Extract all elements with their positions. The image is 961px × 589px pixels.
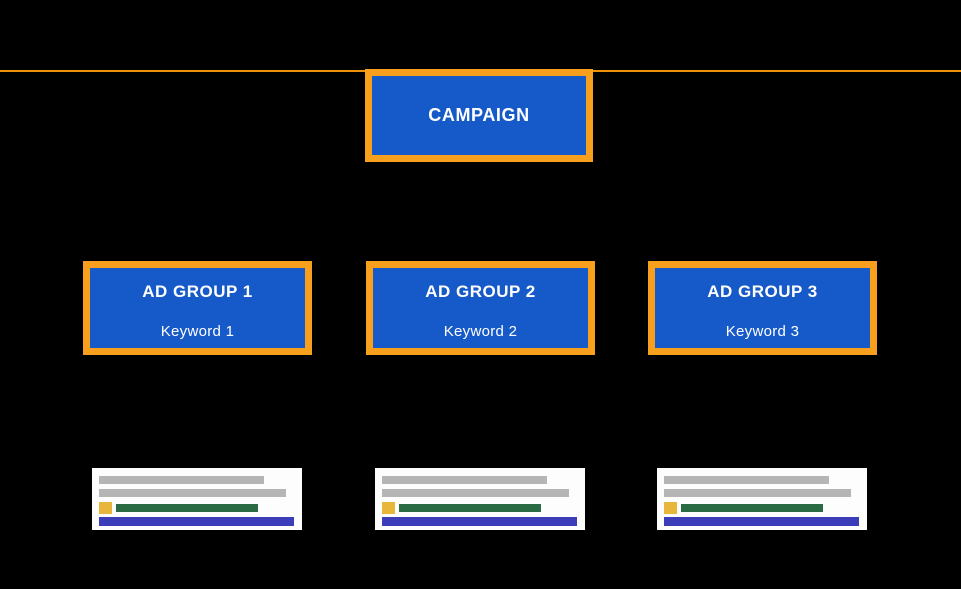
ad-display-url-bar	[399, 504, 541, 512]
ad-group-label: AD GROUP 3	[707, 282, 818, 301]
ad-group-box-3: AD GROUP 3 Keyword 3	[648, 261, 877, 355]
ad-headline-bar-1	[382, 476, 547, 484]
ad-favicon-square	[382, 502, 395, 514]
ad-display-url-bar	[681, 504, 823, 512]
ad-group-box-1: AD GROUP 1 Keyword 1	[83, 261, 312, 355]
keyword-label: Keyword 2	[443, 323, 518, 340]
ad-headline-bar-1	[664, 476, 829, 484]
ad-headline-bar-2	[382, 489, 569, 497]
ad-preview-card-2	[375, 468, 585, 530]
ad-group-label: AD GROUP 1	[142, 282, 253, 301]
ad-preview-card-3	[657, 468, 867, 530]
ad-headline-bar-1	[99, 476, 264, 484]
ad-display-url-bar	[116, 504, 258, 512]
campaign-label: CAMPAIGN	[428, 105, 530, 125]
keyword-label: Keyword 3	[725, 323, 800, 340]
ad-favicon-square	[99, 502, 112, 514]
keyword-label: Keyword 1	[160, 323, 235, 340]
ad-group-box-2: AD GROUP 2 Keyword 2	[366, 261, 595, 355]
ad-favicon-square	[664, 502, 677, 514]
ad-description-bar	[664, 517, 859, 526]
ad-description-bar	[99, 517, 294, 526]
ad-headline-bar-2	[664, 489, 851, 497]
ad-group-label: AD GROUP 2	[425, 282, 536, 301]
campaign-box: CAMPAIGN	[365, 69, 593, 162]
ad-description-bar	[382, 517, 577, 526]
ad-headline-bar-2	[99, 489, 286, 497]
ad-preview-card-1	[92, 468, 302, 530]
